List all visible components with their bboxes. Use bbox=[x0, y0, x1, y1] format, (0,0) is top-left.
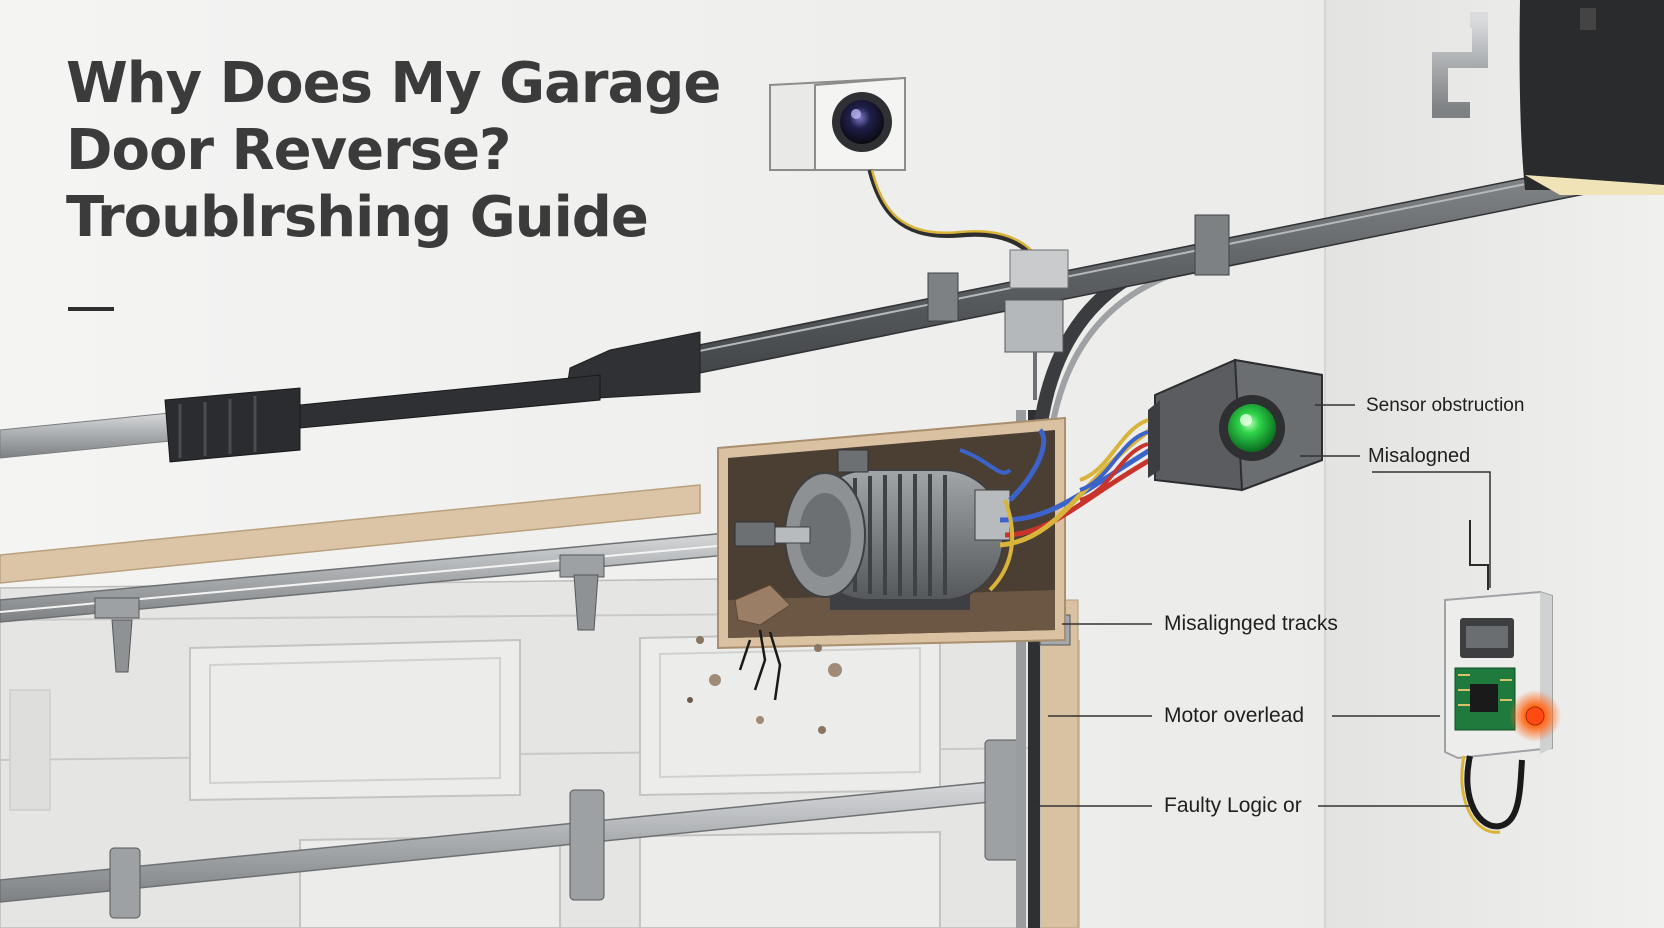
door-track-lower bbox=[0, 739, 1020, 919]
door-track-upper bbox=[0, 529, 761, 673]
led-icon bbox=[1509, 690, 1561, 742]
motor-icon bbox=[734, 449, 1011, 610]
camera-sensor-icon bbox=[769, 76, 1069, 400]
callout-faulty-logic: Faulty Logic or bbox=[1164, 794, 1302, 817]
callout-misaligned-tracks: Misalignged tracks bbox=[1164, 612, 1338, 635]
title-divider bbox=[68, 307, 114, 311]
callout-motor-overload: Motor overlead bbox=[1164, 704, 1305, 727]
operator-arm bbox=[0, 374, 601, 463]
title-line-2: Door Reverse? bbox=[66, 118, 512, 183]
photo-eye-sensor-icon bbox=[1079, 358, 1323, 502]
callout-sensor-obstruction: Sensor obstruction bbox=[1366, 395, 1525, 416]
page-title: Why Does My Garage Door Reverse? Troublr… bbox=[66, 50, 766, 251]
door-panel bbox=[9, 689, 51, 811]
door-panel bbox=[639, 630, 941, 797]
door-panel bbox=[639, 830, 941, 928]
door-panel bbox=[189, 638, 521, 802]
motor-wires bbox=[959, 427, 1152, 592]
callout-leaders bbox=[1030, 404, 1491, 807]
debris bbox=[687, 584, 842, 734]
title-line-3: Troublrshing Guide bbox=[66, 185, 649, 250]
title-line-1: Why Does My Garage bbox=[66, 51, 721, 116]
callout-misaligned: Misalogned bbox=[1368, 445, 1471, 467]
opener-head-unit bbox=[1432, 0, 1664, 195]
